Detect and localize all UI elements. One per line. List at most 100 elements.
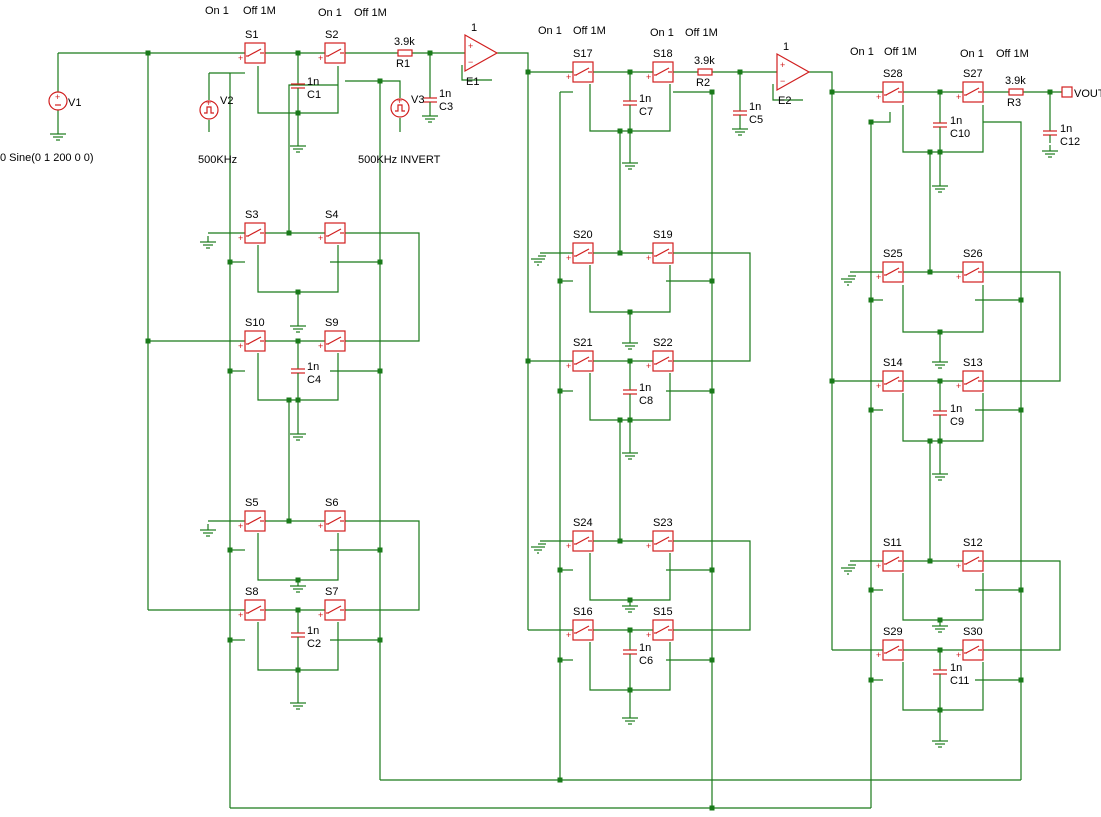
plus-sign: + [318, 610, 323, 620]
plus-sign: + [956, 92, 961, 102]
plus-sign: + [876, 272, 881, 282]
switch-label: S26 [963, 248, 983, 260]
capacitor-value: 1n [439, 88, 451, 100]
switch-s4: + [318, 222, 346, 244]
capacitor-label: C6 [639, 655, 653, 667]
plus-sign: + [956, 561, 961, 571]
switch-s24: + [566, 530, 594, 552]
ground-symbol [622, 447, 638, 460]
junction-dot [1018, 297, 1024, 303]
resistor-value: 3.9k [1005, 75, 1026, 87]
switch-label: S5 [245, 497, 258, 509]
switch-s25: + [876, 261, 904, 283]
capacitor-label: C2 [307, 638, 321, 650]
plus-sign: + [566, 630, 571, 640]
junction-dot [286, 518, 292, 524]
switch-s22: + [646, 350, 674, 372]
wire [809, 71, 833, 92]
switch-s30: + [956, 639, 984, 661]
plus-sign: + [318, 521, 323, 531]
junction-dot [927, 269, 933, 275]
switch-label: S28 [883, 68, 903, 80]
resistor-r1 [397, 49, 413, 57]
wire [345, 520, 420, 611]
wire [983, 121, 1022, 780]
capacitor-value: 1n [950, 662, 962, 674]
switch-label: S15 [653, 606, 673, 618]
junction-dot [709, 278, 715, 284]
capacitor-value: 1n [307, 76, 319, 88]
ground-symbol [932, 620, 948, 633]
switch-on-label: On 1 [850, 46, 874, 58]
resistor-r3 [1008, 88, 1024, 96]
ground-symbol [50, 128, 66, 141]
ground-symbol [290, 580, 306, 593]
capacitor-c7 [623, 93, 637, 113]
junction-dot [709, 388, 715, 394]
plus-sign: + [206, 98, 211, 108]
switch-s26: + [956, 261, 984, 283]
wire [673, 540, 751, 631]
switch-off-label: Off 1M [996, 48, 1029, 60]
plus-sign: + [566, 253, 571, 263]
resistor-r2 [697, 68, 713, 76]
junction-dot [709, 657, 715, 663]
junction-dot [227, 368, 233, 374]
switch-s16: + [566, 619, 594, 641]
capacitor-c6 [623, 642, 637, 662]
switch-label: S24 [573, 517, 593, 529]
capacitor-c1 [291, 76, 305, 96]
resistor-label: R3 [1007, 97, 1021, 109]
ground-symbol [932, 180, 948, 193]
capacitor-label: C1 [307, 89, 321, 101]
ground-symbol [531, 543, 546, 554]
wire [902, 393, 984, 442]
plus-sign: + [55, 92, 60, 102]
switch-off-label: Off 1M [573, 25, 606, 37]
wire [772, 84, 803, 101]
plus-sign: + [956, 381, 961, 391]
capacitor-value: 1n [307, 625, 319, 637]
source-v1-label: V1 [68, 97, 81, 109]
switch-s21: + [566, 350, 594, 372]
plus-sign: + [566, 541, 571, 551]
capacitor-value: 1n [1060, 123, 1072, 135]
ground-symbol [290, 140, 306, 153]
switch-label: S4 [325, 209, 338, 221]
switch-s14: + [876, 370, 904, 392]
capacitor-label: C10 [950, 128, 970, 140]
ground-symbol [622, 600, 638, 613]
switch-on-label: On 1 [960, 48, 984, 60]
switch-label: S2 [325, 29, 338, 41]
source-v2-value: 500KHz [198, 154, 237, 166]
amplifier-gain: 1 [783, 41, 789, 53]
junction-dot [377, 637, 383, 643]
capacitor-c4 [291, 361, 305, 381]
switch-label: S6 [325, 497, 338, 509]
junction-dot [557, 657, 563, 663]
ground-symbol [1042, 145, 1058, 158]
plus-sign: + [397, 96, 402, 106]
switch-s7: + [318, 599, 346, 621]
switch-s11: + [876, 550, 904, 572]
ground-symbol [290, 320, 306, 333]
capacitor-label: C8 [639, 395, 653, 407]
junction-dot [868, 677, 874, 683]
source-v3-value: 500KHz INVERT [358, 154, 441, 166]
capacitor-label: C12 [1060, 136, 1080, 148]
junction-dot [557, 777, 563, 783]
switch-off-label: Off 1M [884, 46, 917, 58]
capacitor-c2 [291, 625, 305, 645]
wire [902, 105, 984, 153]
plus-sign: + [876, 92, 881, 102]
resistor-value: 3.9k [394, 36, 415, 48]
ground-symbol [422, 110, 438, 123]
ground-symbol [841, 564, 856, 575]
source-v2-label: V2 [220, 95, 233, 107]
junction-dot [927, 558, 933, 564]
capacitor-label: C11 [950, 675, 969, 687]
ground-symbol [531, 255, 546, 266]
junction-dot [709, 567, 715, 573]
switch-on-label: On 1 [650, 27, 674, 39]
